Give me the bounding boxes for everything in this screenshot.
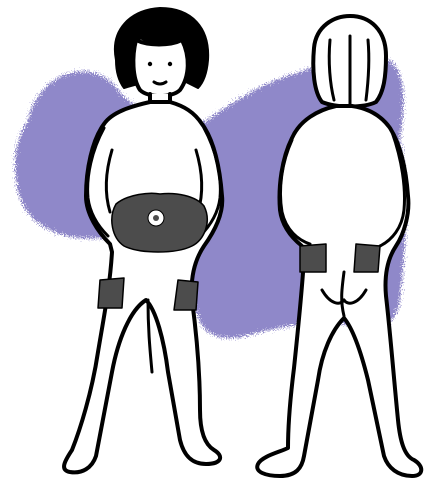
navel (153, 215, 159, 221)
front-left-eye (148, 62, 152, 66)
back-left-hip-zone (300, 244, 326, 272)
front-left-thigh-zone (98, 278, 124, 308)
back-right-hip-zone (354, 244, 380, 272)
front-right-eye (168, 62, 172, 66)
front-face (133, 40, 187, 96)
front-right-thigh-zone (174, 280, 198, 310)
